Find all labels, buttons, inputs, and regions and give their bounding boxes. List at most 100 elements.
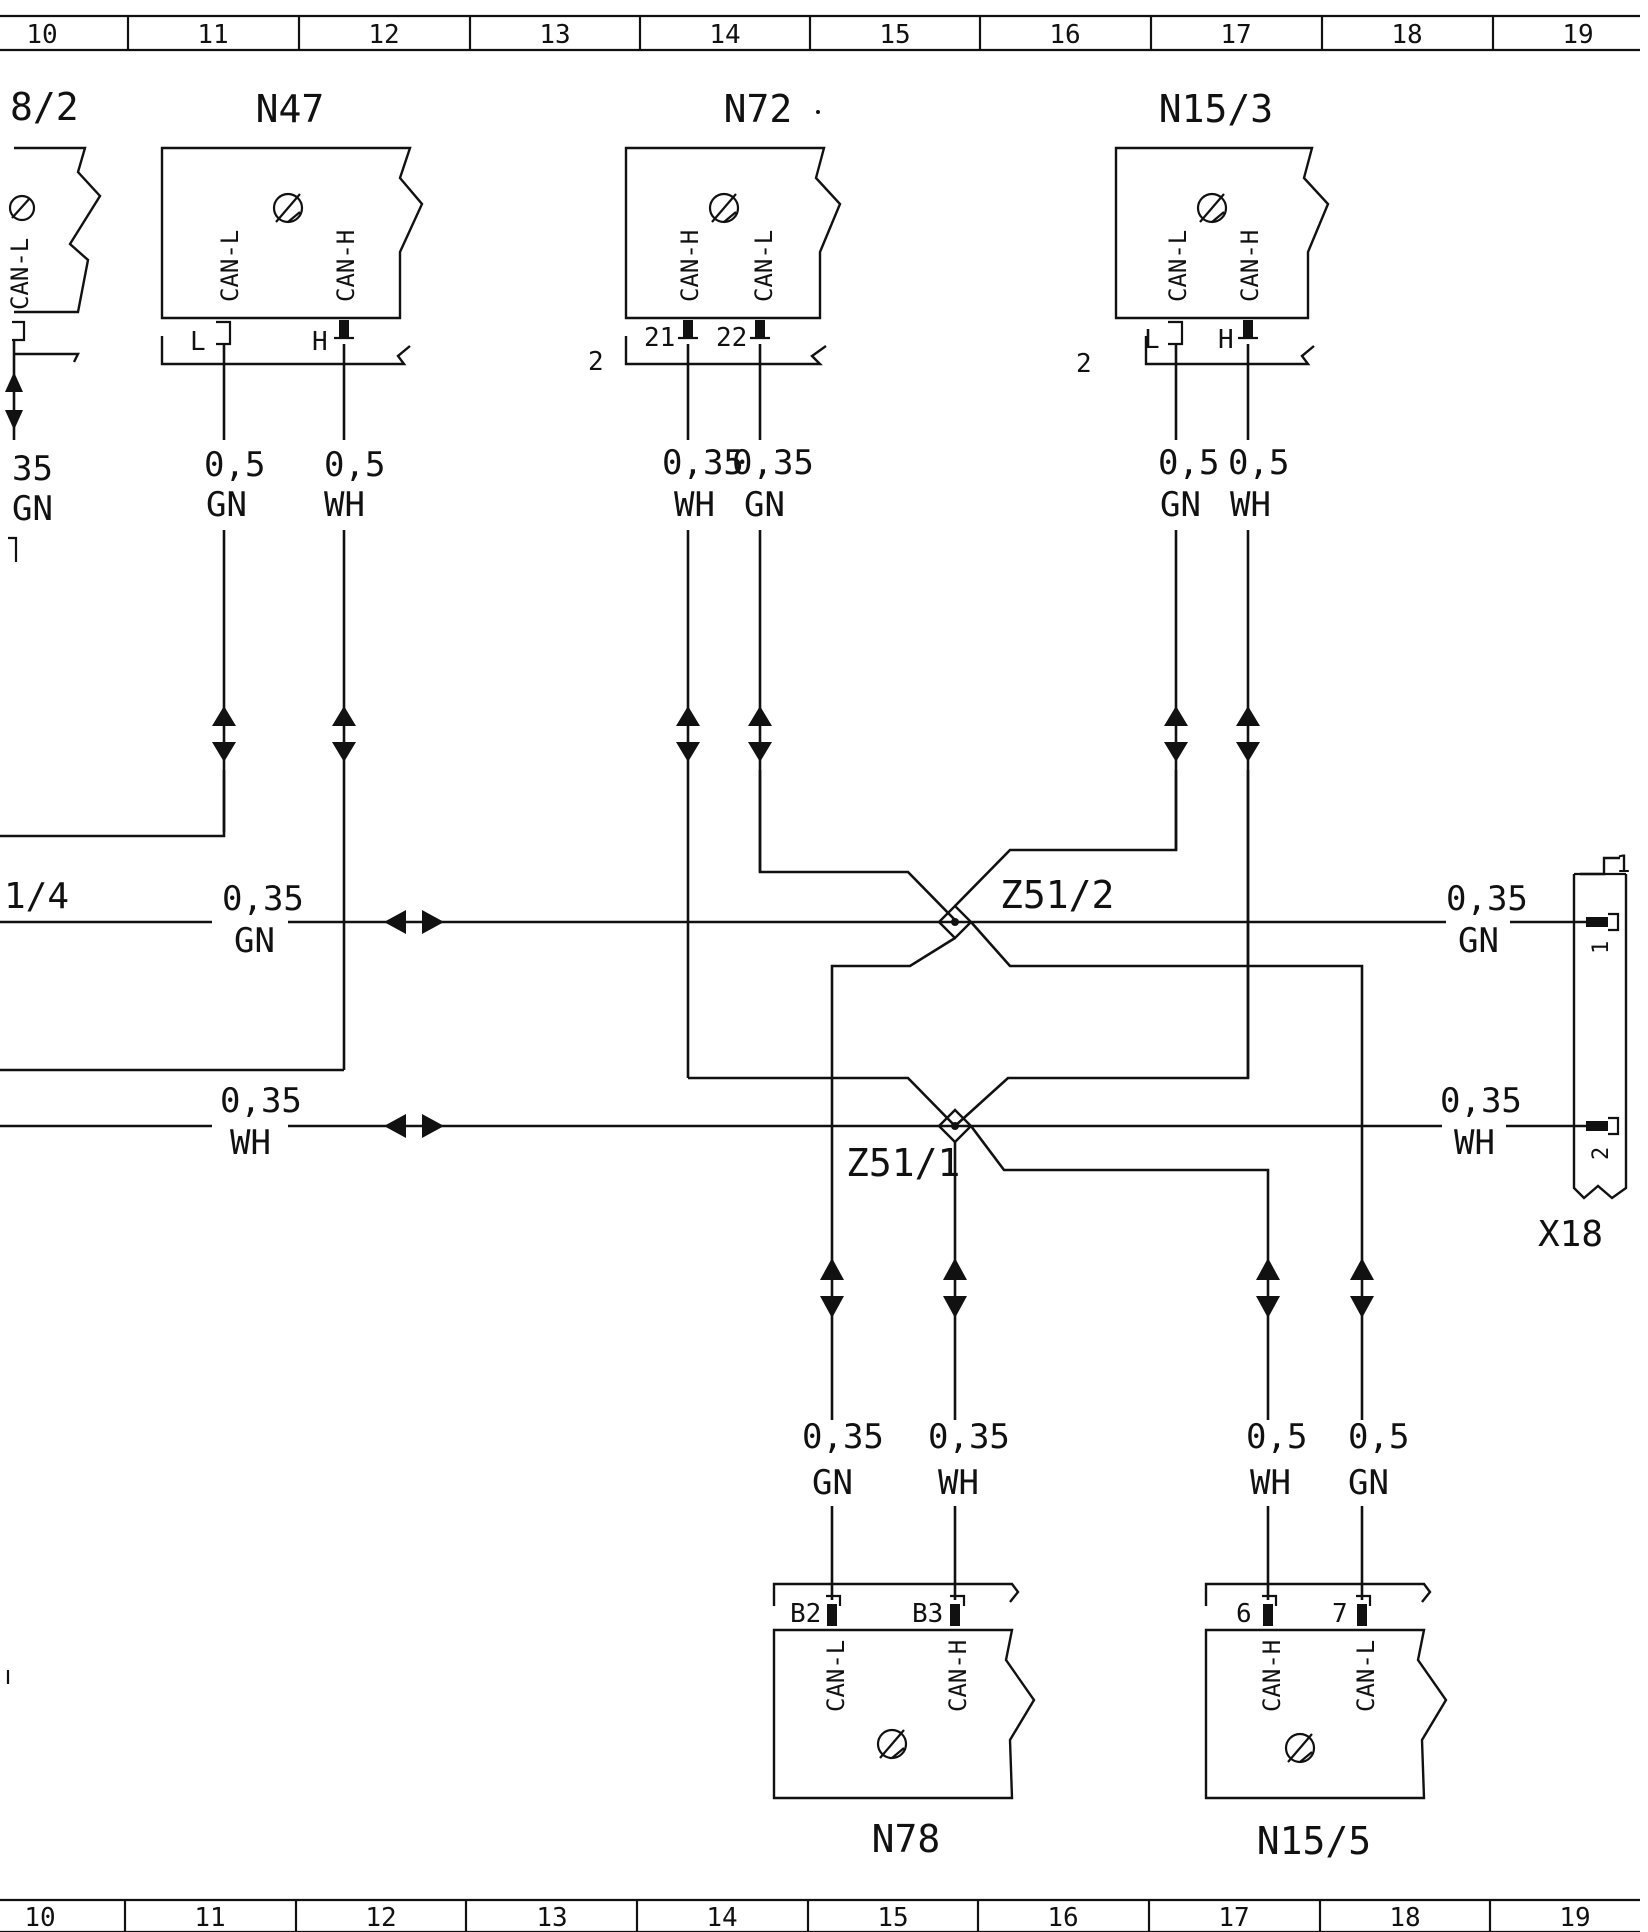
bus-wh-line: 0,35 WH 0,35 WH <box>0 1081 1590 1163</box>
component-n47-signal-can-h: CAN-H <box>332 230 360 302</box>
wire-n47-h-color: WH <box>324 485 365 525</box>
grid-col-15-top: 15 <box>879 20 910 50</box>
wire-x18-wh-size: 0,35 <box>1440 1081 1522 1121</box>
component-n47-signal-can-l: CAN-L <box>216 230 244 302</box>
wire-left-wh-color: WH <box>230 1123 271 1163</box>
component-n15-5-pin-7: 7 <box>1332 1599 1348 1629</box>
component-n72-signal-can-h: CAN-H <box>676 230 704 302</box>
bottom-grid-bar: 10 11 12 13 14 15 16 17 18 19 <box>0 1898 1640 1932</box>
wire-n15-5-h-size: 0,5 <box>1246 1417 1307 1457</box>
wire-n15-3-l-size: 0,5 <box>1158 443 1219 483</box>
wire-8-2-color: GN <box>12 489 53 529</box>
component-n72-label: N72 <box>724 87 793 131</box>
component-8-2: 8/2 CAN-L 35 GN <box>5 85 102 562</box>
component-8-2-label: 8/2 <box>10 85 79 129</box>
grid-col-13-top: 13 <box>539 20 570 50</box>
wire-n15-5-h-color: WH <box>1250 1463 1291 1503</box>
component-n15-5-signal-can-h: CAN-H <box>1258 1640 1286 1712</box>
component-n15-5-signal-can-l: CAN-L <box>1352 1640 1380 1712</box>
component-n15-3-connector-number: 2 <box>1076 349 1092 379</box>
component-n15-3: N15/3 CAN-L CAN-H 2 L H <box>1076 87 1330 379</box>
grid-col-19-bottom: 19 <box>1559 1903 1590 1932</box>
connector-x18-label: X18 <box>1538 1214 1603 1255</box>
wire-n72-can-h: 0,35 WH <box>662 344 956 1127</box>
component-n72-connector-number: 2 <box>588 347 604 377</box>
component-n78-signal-can-h: CAN-H <box>944 1640 972 1712</box>
wire-n15-3-l-color: GN <box>1160 485 1201 525</box>
component-n15-3-pin-l: L <box>1144 325 1160 355</box>
wire-n78-can-h: 0,35 WH <box>928 1250 1010 1600</box>
wire-left-wh-size: 0,35 <box>220 1081 302 1121</box>
component-n15-5-label: N15/5 <box>1257 1819 1371 1863</box>
component-n78-pin-b2: B2 <box>790 1599 821 1629</box>
wire-n72-h-size: 0,35 <box>662 443 744 483</box>
wire-n72-l-size: 0,35 <box>732 443 814 483</box>
component-n15-3-label: N15/3 <box>1159 87 1273 131</box>
wire-n47-l-size: 0,5 <box>204 445 265 485</box>
grid-col-17-top: 17 <box>1220 20 1251 50</box>
grid-col-14-top: 14 <box>709 20 740 50</box>
wire-n47-l-color: GN <box>206 485 247 525</box>
top-grid-bar: 10 11 12 13 14 15 16 17 18 19 <box>0 14 1640 52</box>
connector-x18-pin-1: 1 <box>1589 941 1614 954</box>
wire-left-gn-color: GN <box>234 921 275 961</box>
grid-col-11-top: 11 <box>197 20 228 50</box>
wire-n15-5-l-size: 0,5 <box>1348 1417 1409 1457</box>
component-n47-pin-l: L <box>190 327 206 357</box>
connector-x18-number: 1 <box>1616 850 1630 878</box>
wire-n47-can-l: 0,5 GN <box>0 344 265 838</box>
component-n72: N72 CAN-H CAN-L 2 21 22 <box>588 87 842 377</box>
wire-n72-h-color: WH <box>674 485 715 525</box>
wire-x18-gn-color: GN <box>1458 921 1499 961</box>
wire-n47-h-size: 0,5 <box>324 445 385 485</box>
splice-z51-1-label: Z51/1 <box>846 1141 960 1185</box>
wire-n72-l-color: GN <box>744 485 785 525</box>
component-n78: B2 B3 CAN-L CAN-H N78 <box>772 1582 1036 1861</box>
component-n72-signal-can-l: CAN-L <box>750 230 778 302</box>
wire-x18-wh-color: WH <box>1454 1123 1495 1163</box>
component-n72-pin-21: 21 <box>644 323 675 353</box>
component-n47-label: N47 <box>256 87 325 131</box>
splice-z51-1: Z51/1 <box>846 1108 1270 1250</box>
wire-n47-can-h: 0,5 WH <box>0 344 385 1072</box>
grid-col-15-bottom: 15 <box>877 1903 908 1932</box>
wire-n78-h-color: WH <box>938 1463 979 1503</box>
wire-n72-can-l: 0,35 GN <box>732 344 956 921</box>
component-n78-label: N78 <box>872 1817 941 1861</box>
grid-col-10-bottom: 10 <box>24 1903 55 1932</box>
splice-z51-2: Z51/2 <box>830 873 1364 1250</box>
wire-n78-l-size: 0,35 <box>802 1417 884 1457</box>
component-n15-3-signal-can-h: CAN-H <box>1236 230 1264 302</box>
grid-col-13-bottom: 13 <box>536 1903 567 1932</box>
grid-col-14-bottom: 14 <box>706 1903 737 1932</box>
grid-col-17-bottom: 17 <box>1218 1903 1249 1932</box>
wire-n78-can-l: 0,35 GN <box>802 1230 884 1600</box>
component-n15-5: 6 7 CAN-H CAN-L N15/5 <box>1204 1582 1448 1863</box>
grid-col-18-top: 18 <box>1391 20 1422 50</box>
connector-x18-pin-2: 2 <box>1589 1147 1614 1160</box>
component-n15-3-signal-can-l: CAN-L <box>1164 230 1192 302</box>
component-n78-signal-can-l: CAN-L <box>822 1640 850 1712</box>
connector-x18: 1 1 2 X18 <box>1538 850 1630 1255</box>
component-n47-pin-h: H <box>312 327 328 357</box>
wire-n78-h-size: 0,35 <box>928 1417 1010 1457</box>
wire-left-gn-size: 0,35 <box>222 879 304 919</box>
wire-n15-5-can-l: 0,5 GN <box>1348 1250 1409 1600</box>
splice-z51-2-label: Z51/2 <box>1000 873 1114 917</box>
grid-col-11-bottom: 11 <box>194 1903 225 1932</box>
wire-n15-5-can-h: 0,5 WH <box>1246 1250 1307 1600</box>
grid-col-16-bottom: 16 <box>1047 1903 1078 1932</box>
wire-n15-5-l-color: GN <box>1348 1463 1389 1503</box>
component-n47: N47 CAN-L CAN-H L H <box>160 87 424 366</box>
component-n78-pin-b3: B3 <box>912 1599 943 1629</box>
left-edge-ref-label: 1/4 <box>4 876 69 917</box>
wire-n15-3-h-size: 0,5 <box>1228 443 1289 483</box>
wire-n15-3-h-color: WH <box>1230 485 1271 525</box>
component-8-2-signal-can-l: CAN-L <box>6 238 34 310</box>
component-n15-3-pin-h: H <box>1218 325 1234 355</box>
grid-col-19-top: 19 <box>1562 20 1593 50</box>
grid-col-10-top: 10 <box>26 20 57 50</box>
grid-col-18-bottom: 18 <box>1389 1903 1420 1932</box>
wire-n15-3-can-h: 0,5 WH <box>954 344 1289 1127</box>
